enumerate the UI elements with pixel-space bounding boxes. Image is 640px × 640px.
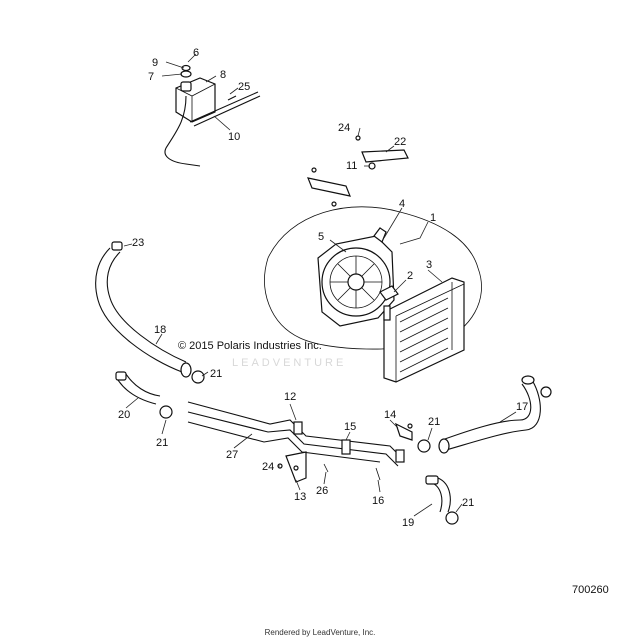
callout-12: 12 xyxy=(284,391,296,403)
overflow-bottle-assembly xyxy=(164,64,261,167)
callout-4: 4 xyxy=(399,198,405,210)
leader-lines xyxy=(123,53,517,517)
callout-3: 3 xyxy=(426,259,432,271)
callout-17: 17 xyxy=(516,401,528,413)
callout-22: 22 xyxy=(394,136,406,148)
callout-24-top: 24 xyxy=(338,122,350,134)
callout-15: 15 xyxy=(344,421,356,433)
rendered-by-footer: Rendered by LeadVenture, Inc. xyxy=(264,628,376,637)
callout-21-b: 21 xyxy=(156,437,168,449)
callout-24-bottom: 24 xyxy=(262,461,274,473)
callout-8: 8 xyxy=(220,69,226,81)
fan-shroud-assembly xyxy=(264,206,482,350)
callout-13: 13 xyxy=(294,491,306,503)
hose-19 xyxy=(425,475,459,525)
mount-bracket xyxy=(307,135,409,207)
callout-1: 1 xyxy=(430,212,436,224)
callout-21-d: 21 xyxy=(462,497,474,509)
callout-14: 14 xyxy=(384,409,396,421)
small-fasteners xyxy=(277,422,413,483)
callout-21-c: 21 xyxy=(428,416,440,428)
coolant-pipes xyxy=(187,401,405,467)
callout-27: 27 xyxy=(226,449,238,461)
watermark: LEADVENTURE xyxy=(232,357,347,369)
callout-18: 18 xyxy=(154,324,166,336)
callout-21-a: 21 xyxy=(210,368,222,380)
callout-20: 20 xyxy=(118,409,130,421)
hose-17 xyxy=(417,375,552,454)
radiator xyxy=(383,277,465,383)
callout-5: 5 xyxy=(318,231,324,243)
callout-25: 25 xyxy=(238,81,250,93)
callout-23: 23 xyxy=(132,237,144,249)
copyright-notice: © 2015 Polaris Industries Inc. xyxy=(178,340,322,352)
hose-20 xyxy=(115,371,173,419)
callout-9: 9 xyxy=(152,57,158,69)
drawing-number: 700260 xyxy=(572,584,609,596)
callout-10: 10 xyxy=(228,131,240,143)
callout-26: 26 xyxy=(316,485,328,497)
callout-11: 11 xyxy=(346,160,357,172)
callout-19: 19 xyxy=(402,517,414,529)
callout-labels: 6 9 7 8 25 10 24 22 11 1 4 5 3 2 23 18 2… xyxy=(118,47,528,529)
callout-2: 2 xyxy=(407,270,413,282)
callout-16: 16 xyxy=(372,495,384,507)
callout-6: 6 xyxy=(193,47,199,59)
hose-18 xyxy=(95,241,205,384)
callout-7: 7 xyxy=(148,71,154,83)
